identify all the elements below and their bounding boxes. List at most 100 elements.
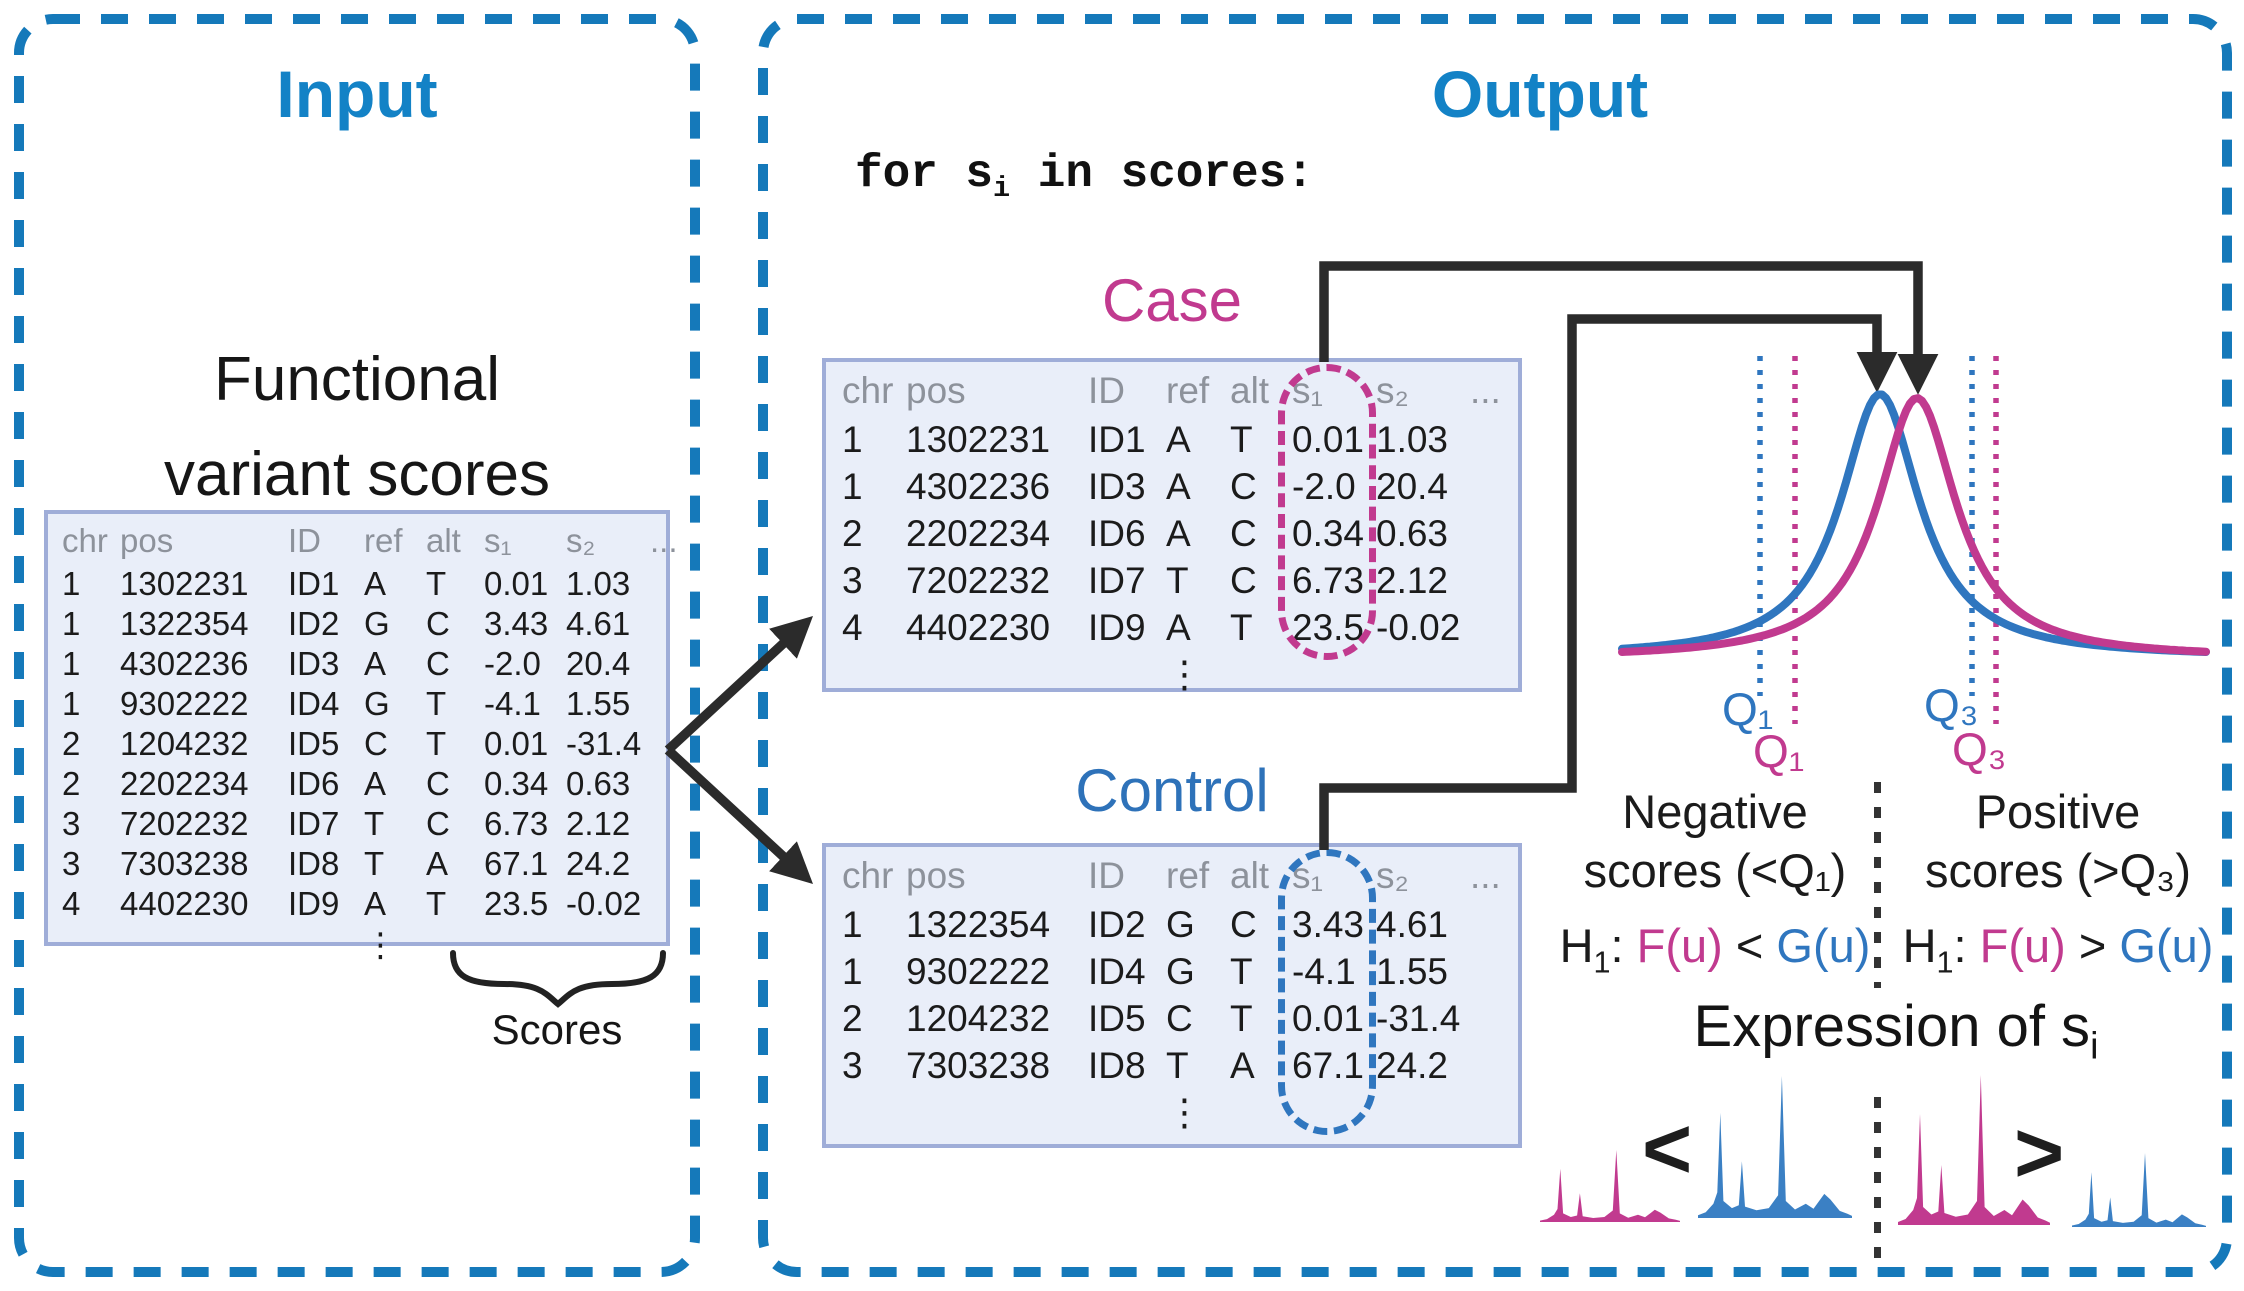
table-cell: C bbox=[1166, 997, 1193, 1039]
table-cell: -0.02 bbox=[566, 885, 642, 922]
table-cell: 1 bbox=[842, 903, 863, 945]
table-cell: 1 bbox=[62, 605, 81, 642]
positive-control-track bbox=[2072, 1153, 2206, 1227]
table-cell: 67.1 bbox=[484, 845, 549, 882]
table-cell: 1 bbox=[842, 465, 863, 507]
table-cell: 2202234 bbox=[120, 765, 249, 802]
column-header: ID bbox=[288, 522, 321, 559]
negative-title-line2: scores (<Q₁) bbox=[1583, 844, 1847, 897]
input-to-case-arrow bbox=[664, 616, 814, 754]
table-row: ⋮ bbox=[826, 1089, 1518, 1136]
table-cell: T bbox=[364, 845, 385, 882]
expression-title: Expression of si bbox=[1552, 993, 2240, 1068]
input-to-control-arrow bbox=[664, 746, 814, 884]
less-than-op: < bbox=[1722, 919, 1777, 972]
output-panel-title: Output bbox=[1431, 57, 1649, 131]
table-cell: 1302231 bbox=[120, 565, 249, 602]
table-cell: A bbox=[1166, 512, 1191, 554]
table-cell: 1302231 bbox=[906, 418, 1051, 460]
column-header: pos bbox=[906, 370, 966, 411]
table-cell: 24.2 bbox=[1376, 1044, 1449, 1086]
h-subscript: 1 bbox=[1936, 945, 1954, 980]
column-header: ref bbox=[1166, 370, 1210, 411]
table-cell: A bbox=[364, 565, 387, 602]
column-header: chr bbox=[62, 522, 108, 559]
quantile-lines bbox=[1757, 356, 1999, 724]
table-cell: 3 bbox=[62, 845, 81, 882]
ellipsis-cell: ⋮ bbox=[1166, 654, 1203, 695]
table-cell: 0.01 bbox=[484, 725, 549, 762]
f-of-u: F(u) bbox=[1979, 919, 2066, 972]
column-header: pos bbox=[906, 855, 966, 896]
code-pre: for s bbox=[855, 148, 994, 200]
column-header: ref bbox=[1166, 855, 1210, 896]
expression-text: Expression of s bbox=[1693, 994, 2091, 1059]
table-cell: 4.61 bbox=[566, 605, 631, 642]
hypothesis-positive: H1: F(u) > G(u) bbox=[1880, 918, 2236, 980]
h-subscript: 1 bbox=[1593, 945, 1611, 980]
distribution-curve bbox=[1618, 390, 2210, 656]
column-header: pos bbox=[120, 522, 174, 559]
table-cell: 24.2 bbox=[566, 845, 631, 882]
table-cell: T bbox=[1166, 559, 1189, 601]
h-colon: : bbox=[1953, 919, 1980, 972]
scores-brace-label: Scores bbox=[491, 1006, 623, 1053]
table-cell: C bbox=[364, 725, 388, 762]
table-cell: T bbox=[426, 565, 447, 602]
table-cell: 1 bbox=[842, 950, 863, 992]
table-cell: C bbox=[426, 805, 450, 842]
column-header: ... bbox=[1470, 370, 1501, 411]
table-cell: 2 bbox=[842, 997, 863, 1039]
control-label: Control bbox=[1075, 757, 1269, 824]
table-cell: 7202232 bbox=[120, 805, 249, 842]
positive-title-line2: scores (>Q₃) bbox=[1925, 844, 2191, 897]
table-cell: 6.73 bbox=[484, 805, 549, 842]
table-cell: 3.43 bbox=[484, 605, 549, 642]
table-cell: 2202234 bbox=[906, 512, 1051, 554]
table-cell: G bbox=[364, 685, 390, 722]
positive-scores-title: Positive scores (>Q₃) bbox=[1880, 782, 2236, 900]
g-of-u: G(u) bbox=[2119, 919, 2214, 972]
table-cell: 3 bbox=[842, 1044, 863, 1086]
input-subtitle: Functional variant scores bbox=[14, 332, 700, 522]
f-of-u: F(u) bbox=[1636, 919, 1723, 972]
table-cell: 4 bbox=[842, 606, 863, 648]
column-header: s₂ bbox=[1376, 855, 1409, 896]
table-cell: 7303238 bbox=[120, 845, 249, 882]
table-cell: 1204232 bbox=[120, 725, 249, 762]
case-label: Case bbox=[1101, 267, 1243, 334]
greater-than-op: > bbox=[2065, 919, 2120, 972]
code-subscript: i bbox=[993, 172, 1011, 206]
table-cell: A bbox=[426, 845, 449, 882]
table-cell: 1204232 bbox=[906, 997, 1051, 1039]
table-cell: 1.55 bbox=[1376, 950, 1449, 992]
distribution-curves bbox=[1618, 390, 2210, 656]
table-cell: 4 bbox=[62, 885, 81, 922]
table-cell: ID3 bbox=[288, 645, 340, 682]
table-cell: T bbox=[426, 725, 447, 762]
table-cell: ID8 bbox=[1088, 1044, 1146, 1086]
distribution-curve bbox=[1618, 394, 2210, 656]
h-symbol: H bbox=[1559, 919, 1594, 972]
negative-title-line1: Negative bbox=[1622, 785, 1808, 838]
code-post: in scores: bbox=[1010, 148, 1314, 200]
column-header: ... bbox=[1470, 855, 1501, 896]
table-cell: ID1 bbox=[288, 565, 340, 602]
table-row: ⋮ bbox=[826, 651, 1518, 698]
column-header: chr bbox=[842, 370, 894, 411]
column-header: ref bbox=[364, 522, 403, 559]
code-line: for si in scores: bbox=[855, 148, 1314, 205]
case-s1-highlight-oval bbox=[1278, 364, 1376, 660]
input-subtitle-line1: Functional bbox=[213, 345, 501, 414]
